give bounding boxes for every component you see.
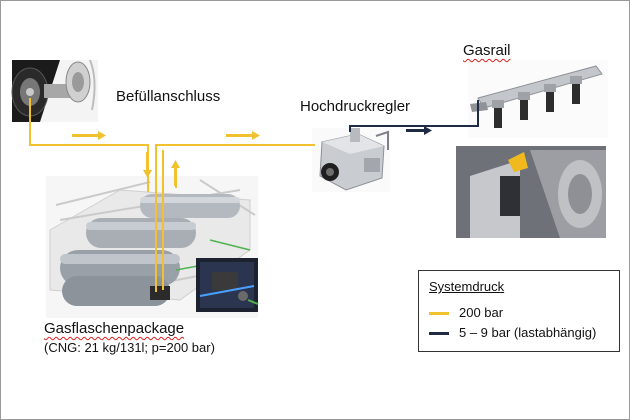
label-gasflaschenpackage: Gasflaschenpackage: [44, 320, 185, 337]
legend-item-low-pressure: 5 – 9 bar (lastabhängig): [429, 325, 596, 340]
arrow-right-1: [72, 131, 106, 140]
regulator-to-rail-line: [349, 100, 479, 132]
arrow-right-2: [226, 131, 260, 140]
gas-rail-image: [468, 60, 608, 138]
legend-item-label: 200 bar: [459, 305, 504, 320]
label-gasflaschenpackage-detail: (CNG: 21 kg/131l; p=200 bar): [44, 340, 215, 355]
label-befuellanschluss: Befüllanschluss: [116, 88, 221, 105]
low-pressure-arrows: [406, 126, 432, 135]
tank-to-regulator-line: [155, 144, 315, 292]
legend-title: Systemdruck: [429, 279, 505, 294]
legend-swatch-yellow: [429, 312, 449, 316]
label-gasrail: Gasrail: [463, 42, 511, 59]
pressure-legend: Systemdruck 200 bar 5 – 9 bar (lastabhän…: [418, 270, 620, 352]
legend-item-label: 5 – 9 bar (lastabhängig): [459, 325, 597, 340]
label-hochdruckregler: Hochdruckregler: [300, 98, 411, 115]
engine-cutaway-image: [456, 146, 606, 238]
high-pressure-arrows: [72, 131, 260, 186]
arrow-right-3: [406, 126, 432, 135]
legend-item-high-pressure: 200 bar: [429, 305, 503, 320]
tank-valve-inset-image: [196, 258, 259, 312]
low-pressure-lines: [349, 100, 479, 132]
arrow-up: [171, 160, 180, 186]
filler-neck-image: [11, 59, 98, 122]
pressure-regulator-image: [312, 128, 390, 192]
legend-swatch-navy: [429, 332, 449, 336]
arrow-down: [143, 152, 152, 178]
